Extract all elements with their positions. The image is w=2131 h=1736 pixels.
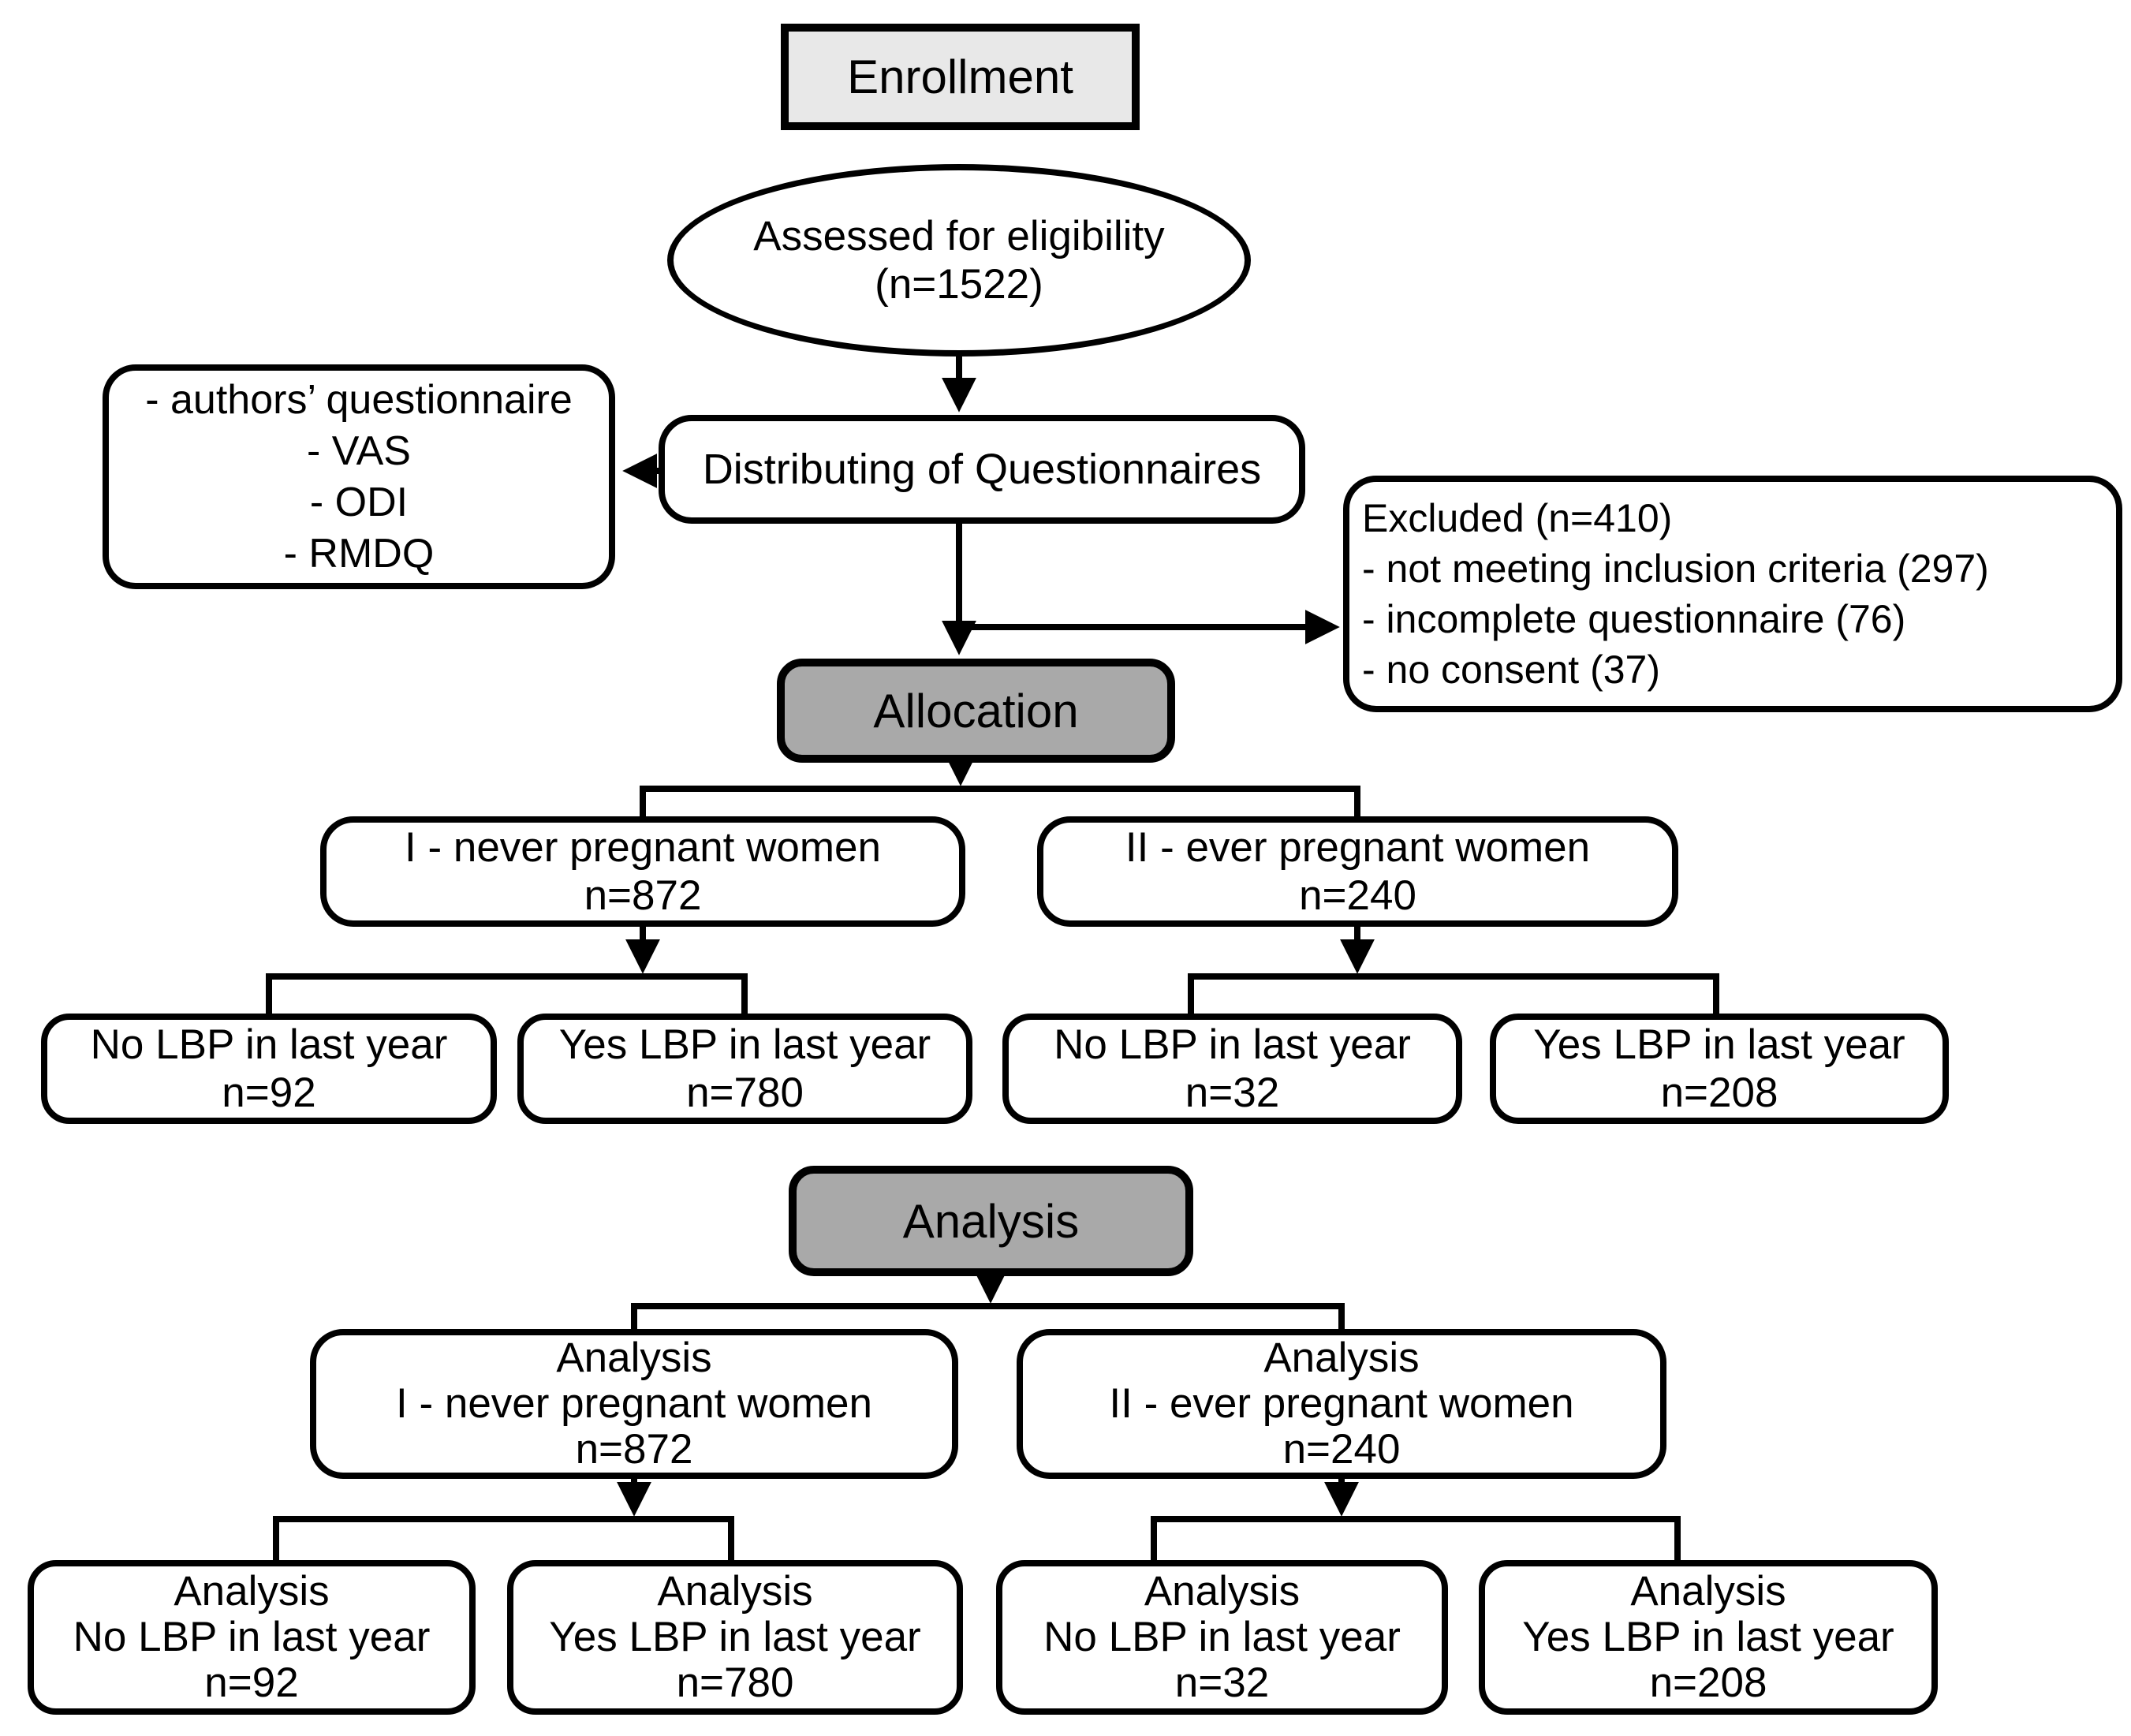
node-line: Distributing of Questionnaires bbox=[702, 445, 1262, 493]
analysis-group-ii-yes-lbp-box: Analysis Yes LBP in last year n=208 bbox=[1479, 1560, 1938, 1715]
node-line: - authors’ questionnaire bbox=[145, 376, 573, 423]
node-line: n=240 bbox=[1299, 872, 1416, 919]
node-line: Analysis bbox=[1630, 1567, 1786, 1615]
node-line: Analysis bbox=[174, 1567, 330, 1615]
node-line: II - ever pregnant women bbox=[1109, 1379, 1574, 1427]
node-line: Analysis bbox=[657, 1567, 813, 1615]
stage-allocation-box: Allocation bbox=[777, 659, 1175, 763]
node-line: Yes LBP in last year bbox=[558, 1021, 931, 1068]
stage-allocation-label: Allocation bbox=[873, 684, 1079, 737]
node-line: n=872 bbox=[575, 1426, 693, 1473]
analysis-group-i-no-lbp-box: Analysis No LBP in last year n=92 bbox=[28, 1560, 476, 1715]
split-bar-analysis bbox=[631, 1303, 1345, 1329]
analysis-group-ii-box: Analysis II - ever pregnant women n=240 bbox=[1017, 1329, 1666, 1479]
node-line: n=780 bbox=[676, 1659, 794, 1707]
bracket-group1 bbox=[266, 973, 748, 1014]
group-ii-no-lbp-box: No LBP in last year n=32 bbox=[1002, 1014, 1462, 1124]
stage-analysis-label: Analysis bbox=[902, 1194, 1080, 1248]
group-ii-yes-lbp-box: Yes LBP in last year n=208 bbox=[1490, 1014, 1949, 1124]
analysis-group-ii-no-lbp-box: Analysis No LBP in last year n=32 bbox=[996, 1560, 1448, 1715]
group-i-yes-lbp-box: Yes LBP in last year n=780 bbox=[517, 1014, 972, 1124]
node-line: - incomplete questionnaire (76) bbox=[1362, 597, 1906, 641]
node-line: Yes LBP in last year bbox=[549, 1613, 921, 1660]
node-line: Assessed for eligibility bbox=[753, 212, 1165, 259]
node-line: n=208 bbox=[1660, 1070, 1778, 1116]
split-bar-allocation bbox=[640, 786, 1360, 816]
bracket-group2 bbox=[1188, 973, 1719, 1014]
distributing-questionnaires-box: Distributing of Questionnaires bbox=[659, 415, 1305, 524]
node-line: No LBP in last year bbox=[73, 1613, 431, 1660]
node-line: II - ever pregnant women bbox=[1125, 823, 1591, 871]
node-line: n=92 bbox=[222, 1070, 316, 1116]
node-line: n=32 bbox=[1185, 1070, 1280, 1116]
node-line: Analysis bbox=[1144, 1567, 1301, 1615]
node-line: Analysis bbox=[1263, 1334, 1420, 1381]
node-line: n=32 bbox=[1174, 1659, 1270, 1707]
node-line: Yes LBP in last year bbox=[1522, 1613, 1894, 1660]
node-line: n=92 bbox=[204, 1659, 299, 1707]
stage-enrollment-box: Enrollment bbox=[781, 24, 1140, 130]
node-line: n=240 bbox=[1282, 1426, 1401, 1473]
node-line: I - never pregnant women bbox=[405, 823, 881, 871]
assessed-eligibility-ellipse: Assessed for eligibility (n=1522) bbox=[667, 164, 1251, 357]
stage-enrollment-label: Enrollment bbox=[847, 50, 1073, 103]
node-line: - ODI bbox=[309, 479, 409, 525]
node-line: Excluded (n=410) bbox=[1362, 496, 1673, 540]
node-line: - VAS bbox=[307, 427, 411, 474]
node-line: No LBP in last year bbox=[90, 1021, 448, 1068]
node-line: n=208 bbox=[1649, 1659, 1767, 1707]
node-line: - RMDQ bbox=[283, 530, 435, 577]
node-line: I - never pregnant women bbox=[396, 1379, 872, 1427]
node-line: Yes LBP in last year bbox=[1533, 1021, 1905, 1068]
group-i-no-lbp-box: No LBP in last year n=92 bbox=[41, 1014, 497, 1124]
node-line: No LBP in last year bbox=[1043, 1613, 1401, 1660]
node-line: No LBP in last year bbox=[1054, 1021, 1411, 1068]
group-ii-box: II - ever pregnant women n=240 bbox=[1037, 816, 1678, 927]
analysis-group-i-box: Analysis I - never pregnant women n=872 bbox=[310, 1329, 958, 1479]
questionnaires-list-box: - authors’ questionnaire - VAS - ODI - R… bbox=[103, 364, 615, 589]
node-line: - not meeting inclusion criteria (297) bbox=[1362, 547, 1989, 591]
bracket-analysis-group1 bbox=[273, 1516, 734, 1560]
node-line: (n=1522) bbox=[875, 261, 1043, 308]
node-line: Analysis bbox=[556, 1334, 712, 1381]
bracket-analysis-group2 bbox=[1151, 1516, 1681, 1560]
node-line: n=780 bbox=[686, 1070, 804, 1116]
excluded-box: Excluded (n=410) - not meeting inclusion… bbox=[1343, 476, 2122, 712]
node-line: n=872 bbox=[584, 872, 702, 919]
node-line: - no consent (37) bbox=[1362, 648, 1660, 692]
stage-analysis-box: Analysis bbox=[789, 1166, 1193, 1276]
analysis-group-i-yes-lbp-box: Analysis Yes LBP in last year n=780 bbox=[507, 1560, 963, 1715]
group-i-box: I - never pregnant women n=872 bbox=[320, 816, 965, 927]
